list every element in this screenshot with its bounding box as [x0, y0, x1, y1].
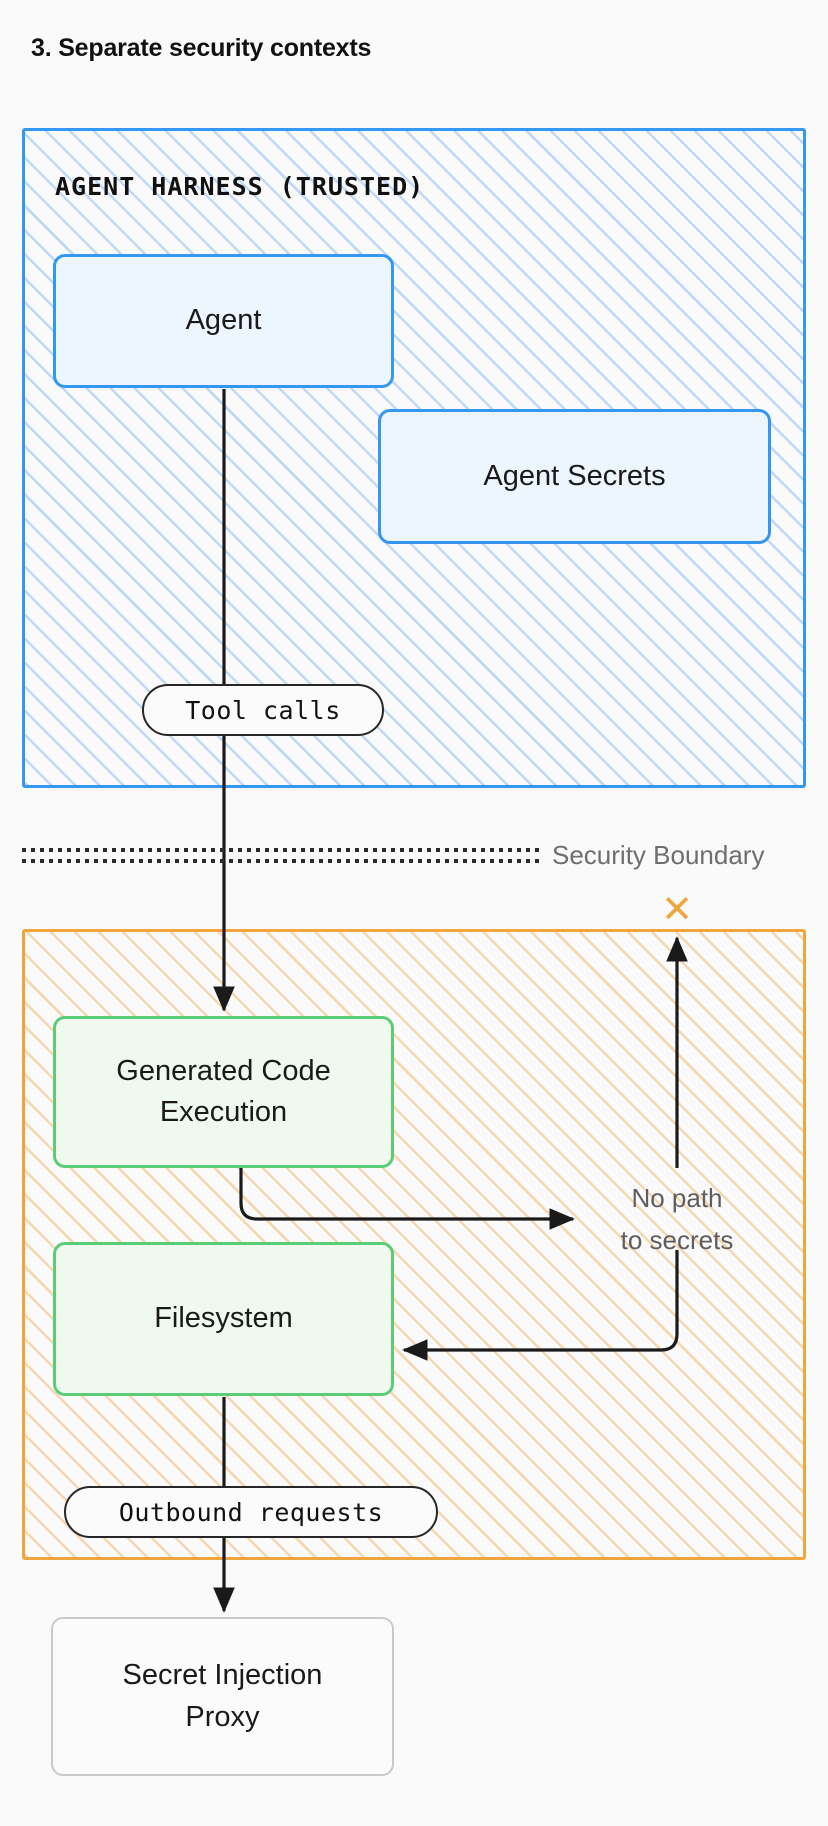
node-generated-code-execution-line1: Generated Code	[116, 1054, 331, 1087]
node-agent[interactable]: Agent	[53, 254, 394, 388]
annotation-no-path-line2: to secrets	[620, 1224, 734, 1255]
node-secret-injection-proxy-label: Secret Injection Proxy	[123, 1655, 323, 1737]
node-generated-code-execution[interactable]: Generated Code Execution	[53, 1016, 394, 1168]
security-boundary-label: Security Boundary	[552, 840, 765, 870]
node-secret-injection-proxy-line1: Secret Injection	[122, 1659, 323, 1692]
edge-label-tool-calls[interactable]: Tool calls	[142, 684, 384, 736]
node-generated-code-execution-label: Generated Code Execution	[116, 1051, 330, 1133]
node-filesystem-label: Filesystem	[154, 1302, 293, 1335]
x-mark-icon: ✕	[661, 889, 693, 931]
security-boundary-dotrow-bottom	[22, 859, 544, 863]
node-agent-secrets-label: Agent Secrets	[483, 459, 666, 492]
annotation-no-path-to-secrets: No path to secrets	[592, 1178, 762, 1261]
node-generated-code-execution-line2: Execution	[159, 1096, 288, 1128]
annotation-no-path-line1: No path	[631, 1183, 723, 1213]
edge-label-outbound-requests[interactable]: Outbound requests	[64, 1486, 438, 1538]
zone-label-trusted: AGENT HARNESS (TRUSTED)	[55, 172, 425, 201]
page-title: 3. Separate security contexts	[31, 34, 372, 62]
node-filesystem[interactable]: Filesystem	[53, 1242, 394, 1396]
node-agent-label: Agent	[185, 304, 262, 337]
node-secret-injection-proxy[interactable]: Secret Injection Proxy	[51, 1617, 394, 1776]
zone-untrusted-sandbox	[22, 929, 806, 1560]
security-boundary-dotrow-top	[22, 848, 544, 852]
security-boundary-line	[22, 848, 544, 864]
edge-label-tool-calls-text: Tool calls	[185, 695, 341, 725]
node-secret-injection-proxy-line2: Proxy	[185, 1700, 260, 1733]
node-agent-secrets[interactable]: Agent Secrets	[378, 409, 771, 544]
edge-label-outbound-requests-text: Outbound requests	[118, 1497, 384, 1527]
